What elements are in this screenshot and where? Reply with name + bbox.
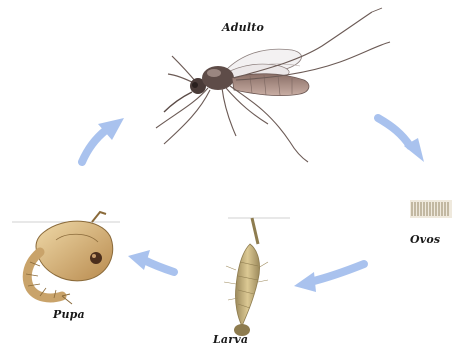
arrow-pupa-to-adult — [82, 118, 124, 162]
eggs — [410, 200, 452, 218]
adult-mosquito — [156, 8, 390, 162]
larva-label: Larva — [213, 333, 248, 346]
arrow-larva-to-pupa — [128, 250, 174, 272]
eggs-label: Ovos — [410, 233, 440, 246]
arrow-adult-to-eggs — [378, 118, 424, 162]
larva — [224, 218, 290, 336]
adult-label: Adulto — [222, 21, 264, 34]
arrow-eggs-to-larva — [294, 264, 364, 292]
pupa-label: Pupa — [53, 308, 85, 321]
pupa — [12, 212, 120, 304]
